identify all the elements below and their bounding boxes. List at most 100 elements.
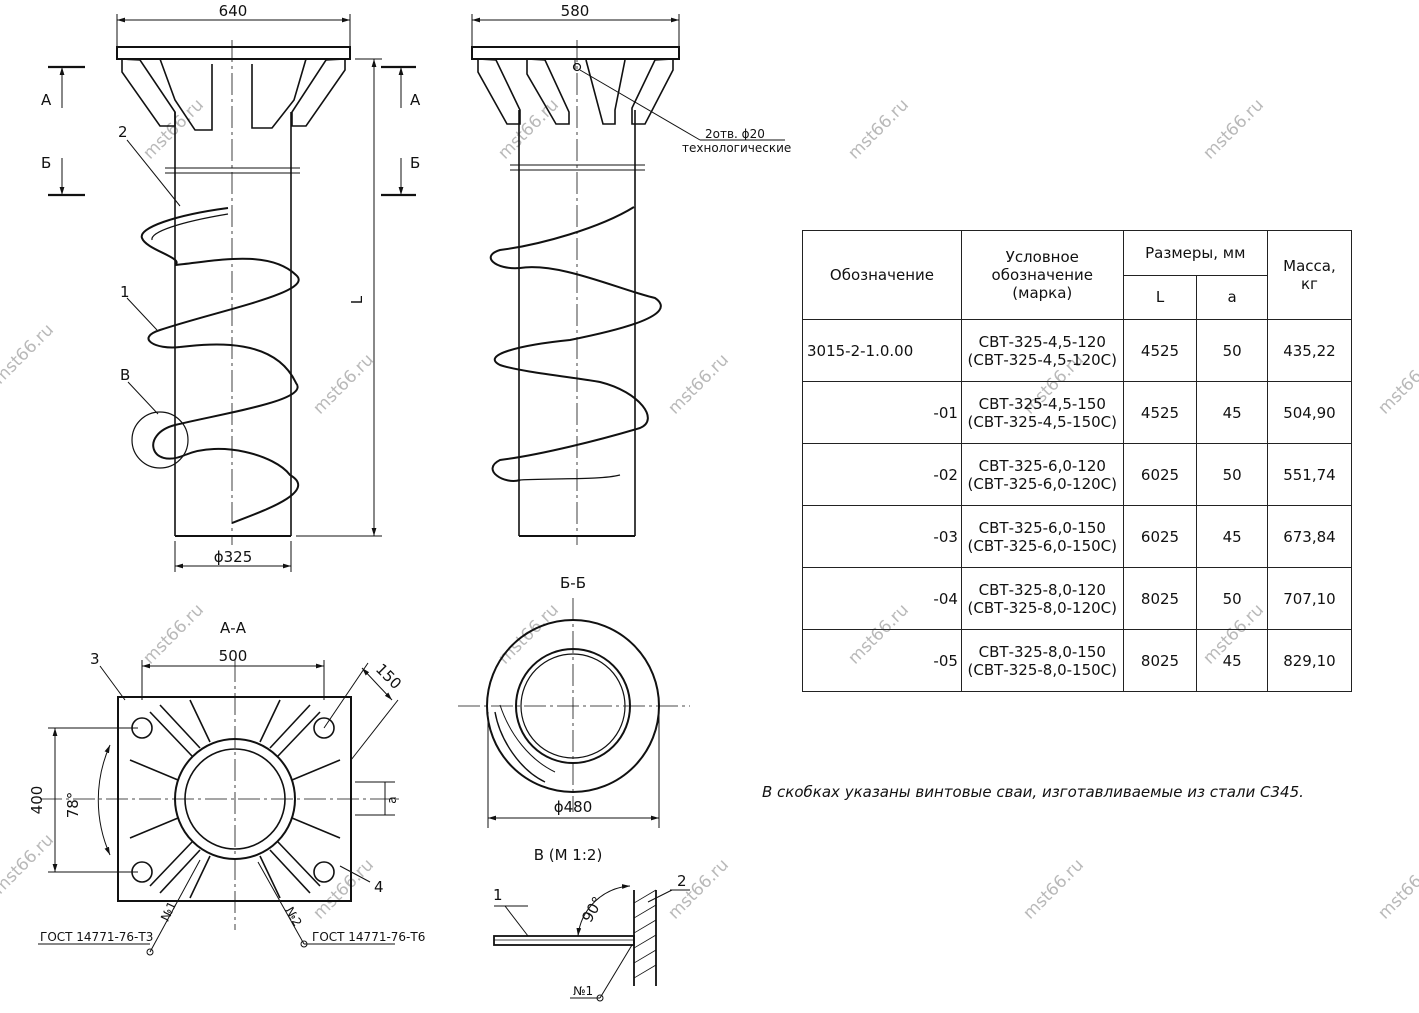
- watermark: mst66.ru: [1374, 350, 1419, 419]
- detail-v: [493, 884, 690, 1002]
- header-sizes: Размеры, мм: [1122, 230, 1268, 276]
- cell-a: 50: [1196, 443, 1268, 507]
- cell-designation: -05: [802, 629, 962, 692]
- section-bb: [458, 598, 690, 828]
- cell-designation: 3015-2-1.0.00: [802, 319, 962, 383]
- cell-mark-line: СВТ-325-6,0-120: [978, 456, 1106, 475]
- cell-mark-line: (СВТ-325-6,0-120С): [967, 474, 1118, 493]
- table-row: -04 СВТ-325-8,0-120(СВТ-325-8,0-120С) 80…: [802, 567, 1353, 630]
- cell-designation: -02: [802, 443, 962, 507]
- front-view: 640: [48, 2, 416, 572]
- table-row: -03 СВТ-325-6,0-150(СВТ-325-6,0-150С) 60…: [802, 505, 1353, 569]
- cell-mark-line: СВТ-325-8,0-150: [978, 642, 1106, 661]
- watermark: mst66.ru: [664, 855, 733, 924]
- cell-mark: СВТ-325-8,0-120(СВТ-325-8,0-120С): [960, 567, 1124, 630]
- watermark: mst66.ru: [664, 350, 733, 419]
- section-b-label: Б: [41, 154, 51, 172]
- cell-l: 6025: [1122, 505, 1198, 569]
- cell-mark: СВТ-325-4,5-150(СВТ-325-4,5-150С): [960, 381, 1124, 445]
- callout-detail-v: В: [120, 366, 130, 384]
- table-row: 3015-2-1.0.00 СВТ-325-4,5-120(СВТ-325-4,…: [802, 319, 1353, 383]
- header-mark: Условное обозначение (марка): [960, 229, 1124, 321]
- cell-mass: 673,84: [1266, 505, 1353, 569]
- cell-designation: -04: [802, 567, 962, 630]
- cell-l: 4525: [1122, 319, 1198, 383]
- section-aa-dim-a: a: [385, 796, 399, 803]
- header-mass-line: Масса,: [1283, 257, 1336, 276]
- section-aa-offset: 150: [372, 660, 405, 693]
- cell-mark: СВТ-325-6,0-150(СВТ-325-6,0-150С): [960, 505, 1124, 569]
- cell-mark-line: СВТ-325-8,0-120: [978, 580, 1106, 599]
- section-aa-width: 500: [219, 647, 248, 665]
- watermark: mst66.ru: [844, 95, 913, 164]
- section-aa: [38, 660, 400, 956]
- cell-mass: 435,22: [1266, 319, 1353, 383]
- cell-mark: СВТ-325-8,0-150(СВТ-325-8,0-150С): [960, 629, 1124, 692]
- detail-v-labels: В (М 1:2) 90° 1 2 №1: [493, 846, 687, 998]
- section-bb-title: Б-Б: [560, 574, 586, 592]
- callout-2: 2: [118, 123, 128, 141]
- cell-l: 8025: [1122, 629, 1198, 692]
- watermark: mst66.ru: [0, 320, 58, 389]
- cell-mark: СВТ-325-4,5-120(СВТ-325-4,5-120С): [960, 319, 1124, 383]
- header-mark-line: обозначение: [991, 266, 1094, 285]
- cell-mark: СВТ-325-6,0-120(СВТ-325-6,0-120С): [960, 443, 1124, 507]
- cell-l: 4525: [1122, 381, 1198, 445]
- section-a-label: А: [410, 91, 421, 109]
- detail-weld-1: №1: [573, 984, 593, 998]
- cell-mark-line: (СВТ-325-4,5-120С): [967, 350, 1118, 369]
- table-subheader-row: L a: [803, 274, 1352, 321]
- cell-mark-line: (СВТ-325-4,5-150С): [967, 412, 1118, 431]
- cell-mass: 707,10: [1266, 567, 1353, 630]
- detail-callout-1: 1: [493, 886, 503, 904]
- side-view: [471, 14, 785, 545]
- header-mass: Масса, кг: [1266, 229, 1353, 321]
- front-view-labels: А Б А Б L ϕ325 2 1 В: [41, 91, 421, 566]
- cell-mark-line: (СВТ-325-8,0-120С): [967, 598, 1118, 617]
- cell-a: 50: [1196, 567, 1268, 630]
- length-dimension: L: [348, 295, 366, 304]
- front-top-width: 640: [219, 2, 248, 20]
- cell-mass: 504,90: [1266, 381, 1353, 445]
- table-header-row: Обозначение Условное обозначение (марка)…: [802, 229, 1353, 321]
- watermark: mst66.ru: [0, 830, 58, 899]
- cell-designation: -01: [802, 381, 962, 445]
- section-bb-labels: Б-Б ϕ480: [554, 574, 593, 816]
- side-top-width: 580: [561, 2, 590, 20]
- holes-note: 2отв. ϕ20: [705, 127, 765, 141]
- watermark: mst66.ru: [139, 600, 208, 669]
- cell-mass: 829,10: [1266, 629, 1353, 692]
- gost-right: ГОСТ 14771-76-Т6: [312, 930, 425, 944]
- weld-1-label: №1: [158, 899, 179, 923]
- cell-l: 8025: [1122, 567, 1198, 630]
- section-b-label: Б: [410, 154, 420, 172]
- watermark: mst66.ru: [1019, 855, 1088, 924]
- front-diameter: ϕ325: [214, 548, 253, 566]
- weld-2-label: №2: [282, 905, 304, 929]
- cell-a: 45: [1196, 629, 1268, 692]
- header-a: a: [1196, 274, 1268, 321]
- cell-mark-line: СВТ-325-4,5-150: [978, 394, 1106, 413]
- header-mark-line: Условное: [1005, 248, 1079, 267]
- callout-4: 4: [374, 878, 384, 896]
- callout-1: 1: [120, 283, 130, 301]
- cell-a: 50: [1196, 319, 1268, 383]
- table-row: -01 СВТ-325-4,5-150(СВТ-325-4,5-150С) 45…: [802, 381, 1353, 445]
- cell-a: 45: [1196, 381, 1268, 445]
- specification-table: Обозначение Условное обозначение (марка)…: [802, 229, 1353, 692]
- section-aa-title: А-А: [220, 619, 247, 637]
- side-view-labels: 580 2отв. ϕ20 технологические: [561, 2, 792, 155]
- section-aa-angle: 78°: [64, 792, 82, 819]
- watermark: mst66.ru: [494, 95, 563, 164]
- watermark: mst66.ru: [1199, 95, 1268, 164]
- header-l: L: [1122, 274, 1198, 321]
- section-aa-height: 400: [28, 786, 46, 815]
- table-row: -05 СВТ-325-8,0-150(СВТ-325-8,0-150С) 80…: [802, 629, 1353, 692]
- gost-left: ГОСТ 14771-76-Т3: [40, 930, 153, 944]
- detail-callout-2: 2: [677, 872, 687, 890]
- callout-3: 3: [90, 650, 100, 668]
- cell-a: 45: [1196, 505, 1268, 569]
- section-aa-labels: А-А 500 400 78° 150 a 3 4 №1 №2 ГОСТ 147…: [28, 619, 425, 944]
- cell-l: 6025: [1122, 443, 1198, 507]
- header-mark-line: (марка): [1012, 284, 1073, 303]
